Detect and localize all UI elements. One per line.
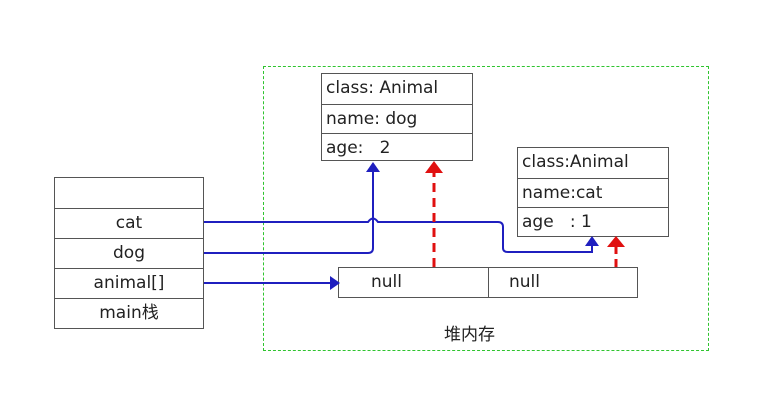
array-cell-0: null (339, 268, 489, 297)
array-cell-1-label: null (509, 272, 540, 292)
array-cell-1: null (489, 268, 637, 297)
array-cell-0-label: null (371, 272, 402, 292)
heap-label: 堆内存 (444, 325, 495, 345)
dog-object: class: Animal name: dog age: 2 (321, 73, 473, 161)
stack-row-main-label: main栈 (99, 303, 159, 323)
cat-reference-arrowhead (585, 236, 599, 246)
dog-name-field: name: dog (322, 104, 472, 133)
stack-row-dog: dog (55, 238, 203, 268)
cat-age-field: age : 1 (518, 207, 668, 237)
heap-area (263, 66, 709, 351)
cat-class-label: class:Animal (522, 152, 629, 172)
stack-row-main: main栈 (55, 298, 203, 329)
cat-age-label: age : 1 (522, 212, 592, 232)
dog-class-field: class: Animal (322, 74, 472, 104)
cat-name-field: name:cat (518, 178, 668, 207)
cat-class-field: class:Animal (518, 148, 668, 178)
stack-row-animal-array-label: animal[] (93, 273, 165, 293)
main-stack-frame: cat dog animal[] main栈 (54, 177, 204, 329)
animal-array: null null (338, 267, 638, 298)
stack-row-cat-label: cat (115, 213, 143, 233)
dog-age-field: age: 2 (322, 133, 472, 161)
stack-row-cat: cat (55, 208, 203, 238)
dog-name-label: name: dog (326, 109, 418, 129)
dog-reference-arrow (204, 172, 374, 254)
dog-reference-arrowhead (366, 162, 380, 172)
cat-object: class:Animal name:cat age : 1 (517, 147, 669, 237)
cat-reference-arrow (204, 217, 593, 253)
array-reference-arrowhead (330, 276, 340, 290)
cat-name-label: name:cat (522, 183, 603, 203)
dog-age-label: age: 2 (326, 138, 391, 158)
dog-class-label: class: Animal (326, 78, 439, 98)
null-ref-cat-arrowhead (607, 236, 625, 247)
null-ref-dog-arrowhead (425, 161, 443, 173)
stack-row-animal-array: animal[] (55, 268, 203, 298)
stack-row-dog-label: dog (113, 243, 145, 263)
